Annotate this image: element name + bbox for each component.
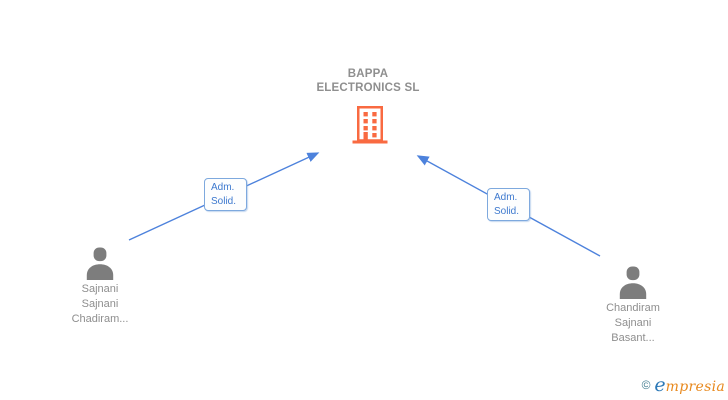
person-name-line: Sajnani: [81, 298, 119, 310]
relationship-label-line1: Adm.: [211, 182, 235, 193]
brand-initial: e: [654, 374, 666, 396]
person-name-line: Sajnani: [614, 317, 652, 329]
relationship-label-right: Adm. Solid.: [487, 188, 530, 221]
person-name-line: Sajnani: [81, 283, 119, 295]
company-name: BAPPA ELECTRONICS SL: [288, 67, 448, 95]
company-name-line1: BAPPA: [347, 68, 389, 80]
person-node-right[interactable]: Chandiram Sajnani Basant...: [573, 266, 693, 346]
person-icon: [619, 266, 647, 299]
building-icon[interactable]: [352, 106, 388, 144]
person-name-line: Basant...: [611, 332, 655, 344]
person-icon: [86, 247, 114, 280]
company-name-line2: ELECTRONICS SL: [316, 82, 420, 94]
relationship-label-line1: Adm.: [494, 192, 518, 203]
person-name-line: Chadiram...: [71, 313, 129, 325]
person-name-line: Chandiram: [606, 302, 660, 314]
person-name: Chandiram Sajnani Basant...: [573, 301, 693, 346]
empresia-logo: ©empresia: [642, 374, 725, 396]
relationship-label-line2: Solid.: [211, 196, 237, 207]
relationship-label-line2: Solid.: [494, 206, 520, 217]
relationship-label-left: Adm. Solid.: [204, 178, 247, 211]
copyright-icon: ©: [641, 378, 651, 392]
person-node-left[interactable]: Sajnani Sajnani Chadiram...: [40, 247, 160, 327]
person-name: Sajnani Sajnani Chadiram...: [40, 282, 160, 327]
brand-text: mpresia: [665, 379, 725, 395]
